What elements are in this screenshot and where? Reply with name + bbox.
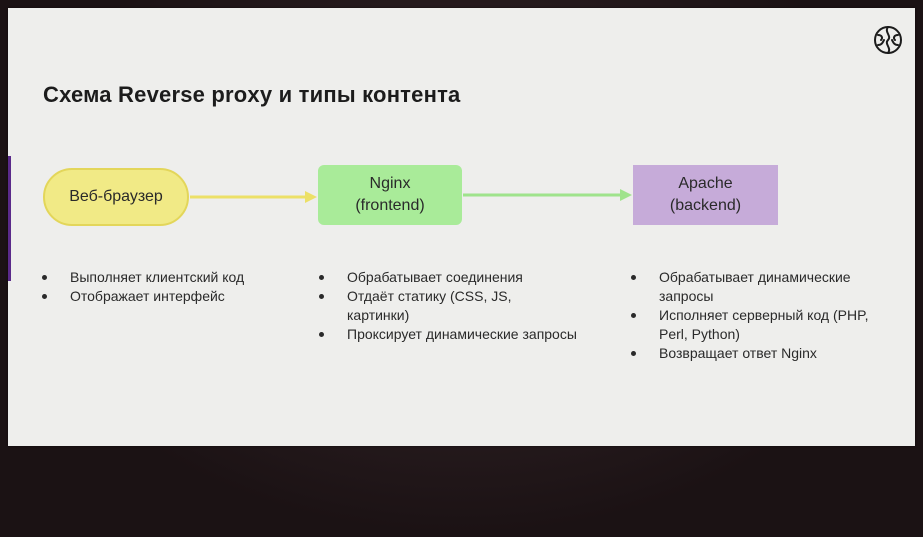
list-item: Обрабатывает соединения xyxy=(317,268,577,287)
browser-bullet-list: Выполняет клиентский код Отображает инте… xyxy=(40,268,300,306)
list-item: Отображает интерфейс xyxy=(40,287,300,306)
arrow-browser-to-nginx xyxy=(190,191,317,203)
flow-arrows xyxy=(190,189,632,203)
slide-accent-bar xyxy=(8,156,11,281)
node-apache-backend: Apache (backend) xyxy=(633,165,778,225)
nginx-bullet-list: Обрабатывает соединения Отдаёт статику (… xyxy=(317,268,577,344)
brain-logo-icon xyxy=(874,26,902,54)
arrow-nginx-to-apache xyxy=(463,189,632,201)
list-item: Проксирует динамические запросы xyxy=(317,325,577,344)
apache-bullet-list: Обрабатывает динамические запросы Исполн… xyxy=(629,268,889,363)
slide-title: Схема Reverse proxy и типы контента xyxy=(43,82,461,107)
list-item: Отдаёт статику (CSS, JS, картинки) xyxy=(317,287,577,325)
node-nginx-frontend: Nginx (frontend) xyxy=(318,165,462,225)
list-item: Выполняет клиентский код xyxy=(40,268,300,287)
list-item: Возвращает ответ Nginx xyxy=(629,344,889,363)
list-item: Обрабатывает динамические запросы xyxy=(629,268,889,306)
slide: Схема Reverse proxy и типы контента Веб-… xyxy=(8,8,915,446)
node-web-browser: Веб-браузер xyxy=(43,168,189,226)
list-item: Исполняет серверный код (PHP, Perl, Pyth… xyxy=(629,306,889,344)
